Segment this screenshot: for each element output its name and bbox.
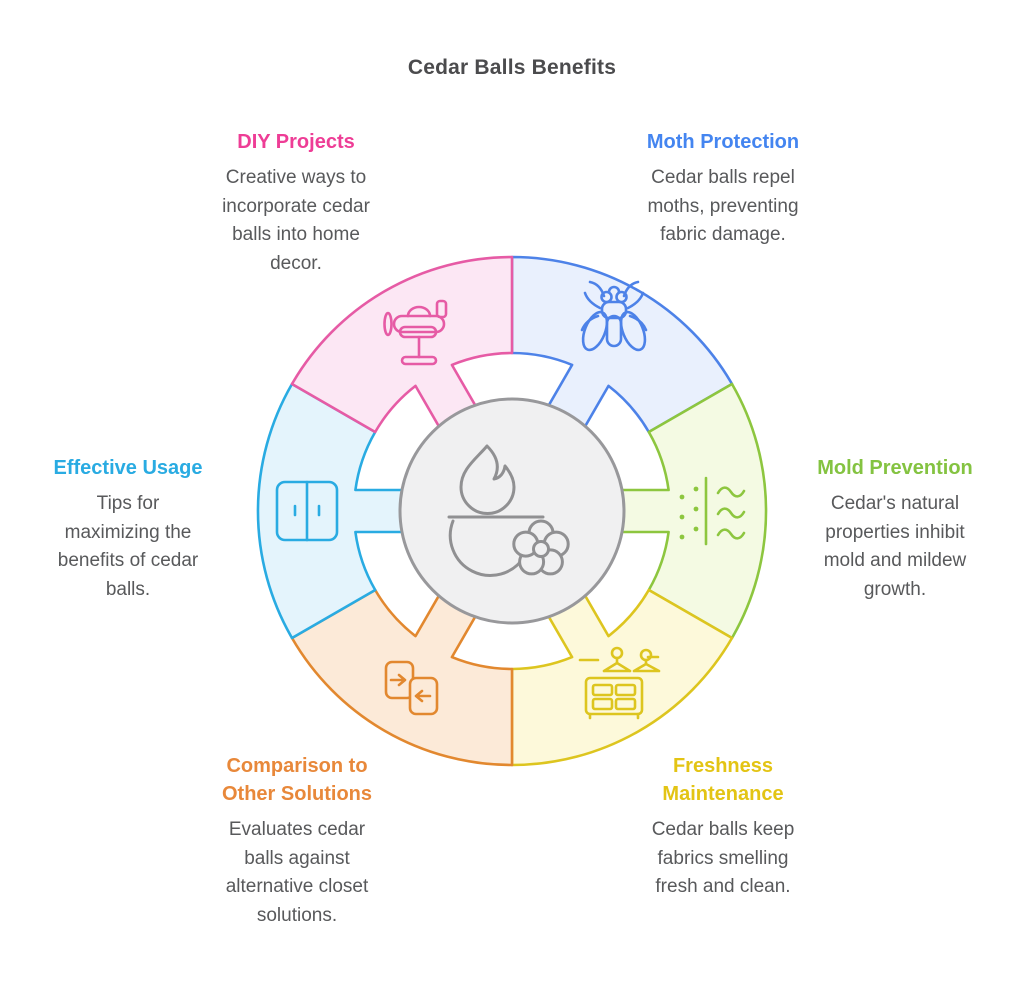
page-title: Cedar Balls Benefits <box>407 56 617 79</box>
segment-label-comparison-to-other-solutions: Comparison to Other Solutions Evaluates … <box>177 752 417 930</box>
segment-heading: Freshness Maintenance <box>662 755 784 805</box>
segment-comparison-to-other-solutions <box>290 581 514 767</box>
center-circle <box>398 397 626 625</box>
segment-label-diy-projects: DIY Projects Creative ways to incorporat… <box>186 128 406 278</box>
flower-icon <box>512 519 570 576</box>
segment-label-moth-protection: Moth Protection Cedar balls repel moths,… <box>613 128 833 250</box>
segment-heading: Comparison to Other Solutions <box>222 755 372 805</box>
segment-freshness-maintenance <box>510 581 734 767</box>
segment-description: Tips for maximizing the benefits of ceda… <box>57 493 199 600</box>
segment-heading: DIY Projects <box>237 131 355 153</box>
air-flow-icon <box>679 476 746 546</box>
segment-description: Creative ways to incorporate cedar balls… <box>222 167 370 274</box>
segment-diy-projects <box>290 255 514 441</box>
segment-description: Evaluates cedar balls against alternativ… <box>225 819 369 926</box>
segment-label-freshness-maintenance: Freshness Maintenance Cedar balls keep f… <box>611 752 835 902</box>
segment-description: Cedar balls repel moths, preventing fabr… <box>647 167 799 245</box>
segment-heading: Mold Prevention <box>817 457 973 479</box>
wardrobe-icon <box>275 480 339 542</box>
aroma-burner-flower-icon <box>447 444 570 577</box>
segment-label-effective-usage: Effective Usage Tips for maximizing the … <box>18 454 238 604</box>
segment-moth-protection <box>510 255 734 441</box>
segment-heading: Moth Protection <box>646 131 800 153</box>
model-airplane-icon <box>383 299 448 366</box>
segment-heading: Effective Usage <box>53 457 203 479</box>
closet-dresser-icon <box>578 646 661 720</box>
wheel-segments <box>256 255 768 767</box>
segment-mold-prevention <box>605 382 768 640</box>
compare-arrows-icon <box>384 660 439 716</box>
segment-description: Cedar balls keep fabrics smelling fresh … <box>651 819 795 897</box>
moth-icon <box>580 280 648 352</box>
segment-label-mold-prevention: Mold Prevention Cedar's natural properti… <box>785 454 1005 604</box>
segment-description: Cedar's natural properties inhibit mold … <box>823 493 967 600</box>
